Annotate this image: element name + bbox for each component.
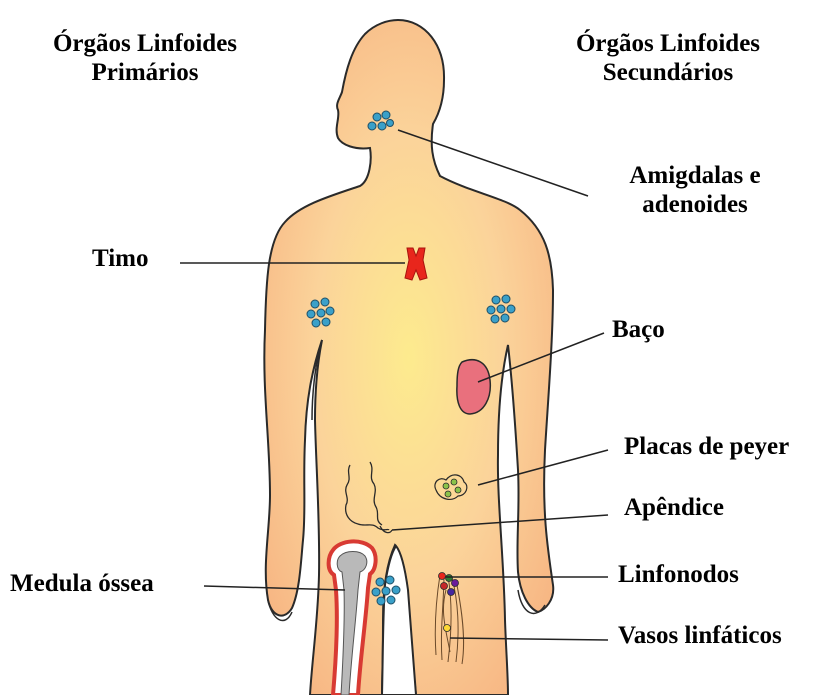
primary-heading-line1: Órgãos Linfoides	[35, 30, 255, 59]
label-peyer: Placas de peyer	[624, 433, 789, 462]
label-tonsils-line1: Amigdalas e	[600, 162, 790, 191]
label-tonsils-line2: adenoides	[600, 191, 790, 220]
spleen-organ	[457, 360, 490, 414]
label-appendix: Apêndice	[624, 494, 724, 523]
primary-organs-heading: Órgãos Linfoides Primários	[35, 30, 255, 88]
primary-heading-line2: Primários	[35, 59, 255, 88]
label-lymph-nodes: Linfonodos	[618, 561, 739, 590]
secondary-heading-line1: Órgãos Linfoides	[548, 30, 788, 59]
label-lymph-vessels: Vasos linfáticos	[618, 622, 782, 651]
label-tonsils: Amigdalas e adenoides	[600, 162, 790, 220]
label-spleen: Baço	[612, 316, 665, 345]
secondary-organs-heading: Órgãos Linfoides Secundários	[548, 30, 788, 88]
secondary-heading-line2: Secundários	[548, 59, 788, 88]
label-thymus: Timo	[92, 245, 149, 274]
label-bone-marrow: Medula óssea	[10, 570, 154, 599]
